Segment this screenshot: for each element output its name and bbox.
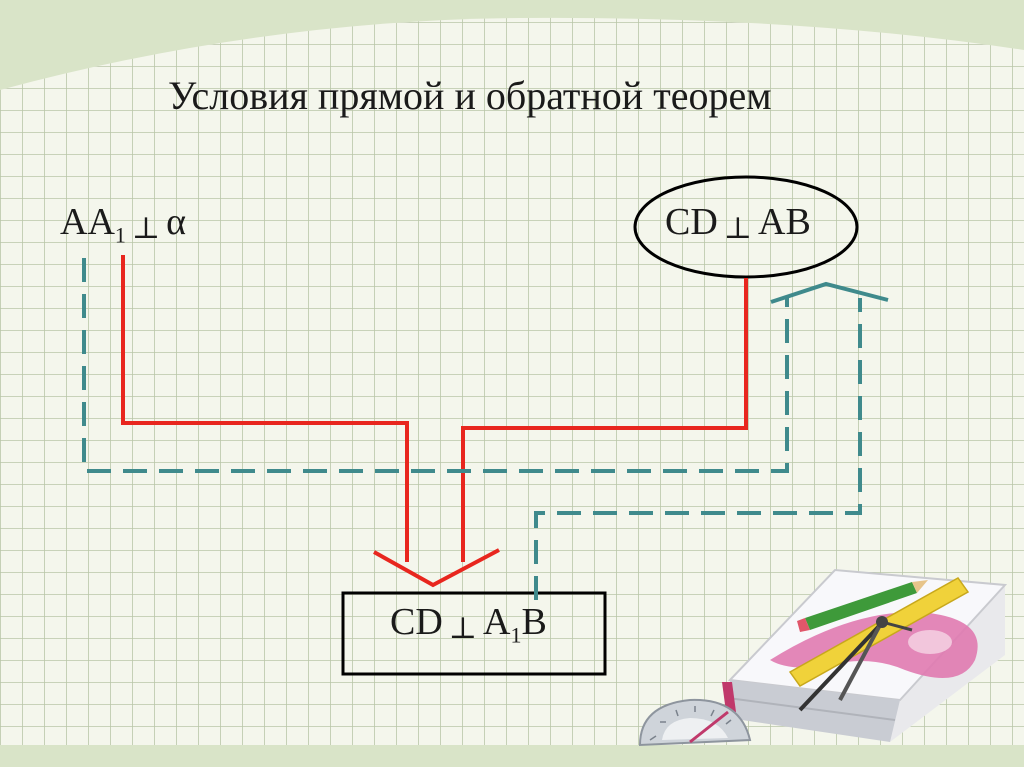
highlight-ellipse: [633, 175, 859, 279]
converse-path-inner: [534, 298, 862, 600]
perpendicular-symbol: ⊥: [723, 212, 753, 245]
statement-left-subscript: 1: [114, 222, 126, 248]
statement-bottom-part3: B: [521, 601, 547, 643]
statement-bottom-part1: CD: [390, 601, 443, 643]
statement-right-part1: CD: [665, 201, 718, 243]
direct-arrowhead: [373, 548, 500, 588]
statement-left-part2: α: [166, 201, 187, 243]
slide-title: Условия прямой и обратной теорем: [168, 73, 772, 118]
result-frame: [341, 591, 607, 676]
direct-path-left: [121, 255, 409, 562]
statement-cd-perp-a1b: CD⊥A1B: [390, 600, 547, 649]
grid-lines: [0, 17, 1024, 767]
perpendicular-symbol: ⊥: [131, 212, 161, 245]
bottom-band: [0, 745, 1024, 767]
statement-left-part1: AA: [60, 201, 115, 243]
converse-arrowhead: [770, 281, 889, 304]
statement-bottom-part2: A: [483, 601, 511, 643]
statement-cd-perp-ab: CD⊥AB: [665, 200, 811, 245]
statement-aa1-perp-alpha: AA1⊥α: [60, 200, 186, 249]
perpendicular-symbol: ⊥: [448, 612, 478, 645]
direct-path-right: [461, 278, 748, 562]
book-with-drawing-tools-icon: [638, 568, 1008, 747]
statement-bottom-subscript: 1: [510, 622, 522, 648]
statement-right-part2: AB: [758, 201, 811, 243]
